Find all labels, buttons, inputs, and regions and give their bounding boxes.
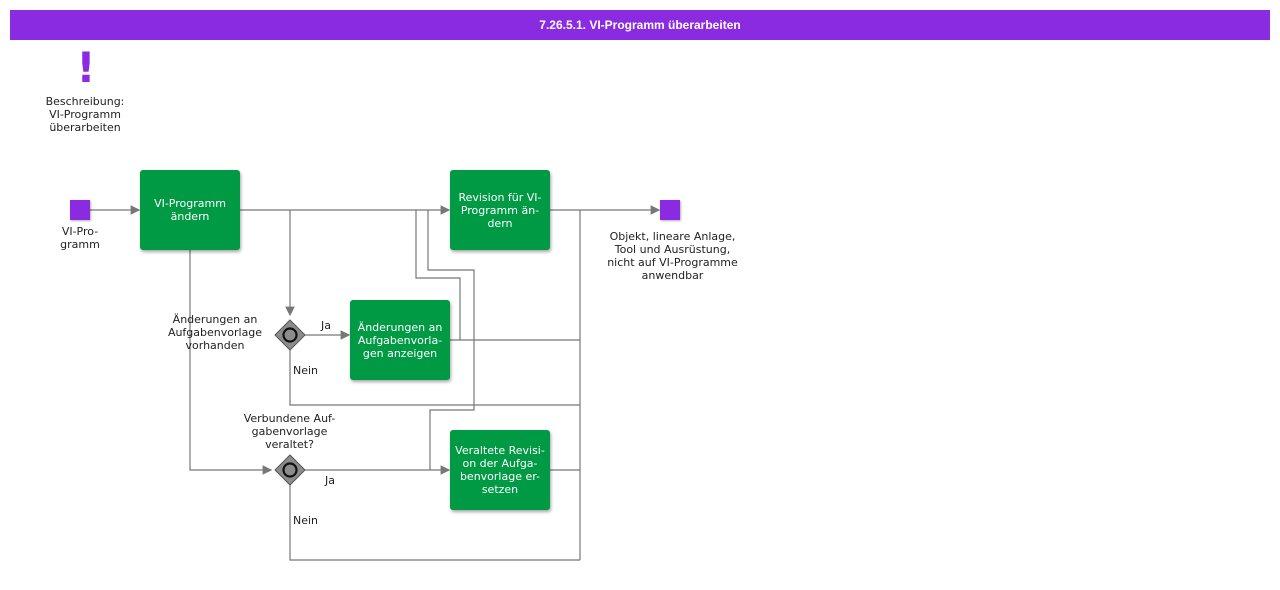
gateway-aenderungen-vorhanden[interactable] <box>274 319 306 351</box>
gateway-1-question: Änderungen an Aufgabenvorlage vorhanden <box>167 313 263 352</box>
end-event-label: Objekt, lineare Anlage, Tool und Ausrüst… <box>607 230 738 282</box>
task-revision-aendern[interactable]: Revision für VI- Programm än- dern <box>450 170 550 250</box>
gateway-vorlage-veraltet[interactable] <box>274 454 306 486</box>
description-text: Beschreibung: VI-Programm überarbeiten <box>30 95 140 134</box>
start-event-label: VI-Pro- gramm <box>60 225 100 251</box>
diagram-title: 7.26.5.1. VI-Programm überarbeiten <box>539 18 741 32</box>
flow-loop-veraltete <box>427 210 475 470</box>
flow-task-to-gateway-2 <box>189 250 273 475</box>
exclamation-icon: ! <box>76 43 96 92</box>
task-label: VI-Programm ändern <box>154 197 226 223</box>
flow-label-nein-2: Nein <box>293 514 319 527</box>
flow-label-ja-1: Ja <box>321 319 331 332</box>
end-event[interactable] <box>660 200 680 220</box>
flow-gw1-nein <box>289 350 580 406</box>
start-event[interactable] <box>70 200 90 220</box>
task-veraltete-revision-ersetzen[interactable]: Veraltete Revisi- on der Aufga- benvorla… <box>450 430 550 510</box>
flow-gw2-nein <box>289 485 580 561</box>
flow-label-nein-1: Nein <box>293 364 319 377</box>
task-label: Veraltete Revisi- on der Aufga- benvorla… <box>455 444 545 496</box>
task-vi-programm-aendern[interactable]: VI-Programm ändern <box>140 170 240 250</box>
flow-loop-aenderungen <box>415 210 461 340</box>
task-aenderungen-anzeigen[interactable]: Änderungen an Aufgabenvorla- gen anzeige… <box>350 300 450 380</box>
task-label: Änderungen an Aufgabenvorla- gen anzeige… <box>357 320 443 360</box>
task-label: Revision für VI- Programm än- dern <box>458 190 542 230</box>
flow-label-ja-2: Ja <box>325 474 335 487</box>
description-label: Beschreibung: VI-Programm überarbeiten <box>45 95 125 134</box>
diagram-title-bar: 7.26.5.1. VI-Programm überarbeiten <box>10 10 1270 40</box>
gateway-2-question: Verbundene Auf- gabenvorlage veraltet? <box>243 412 336 451</box>
